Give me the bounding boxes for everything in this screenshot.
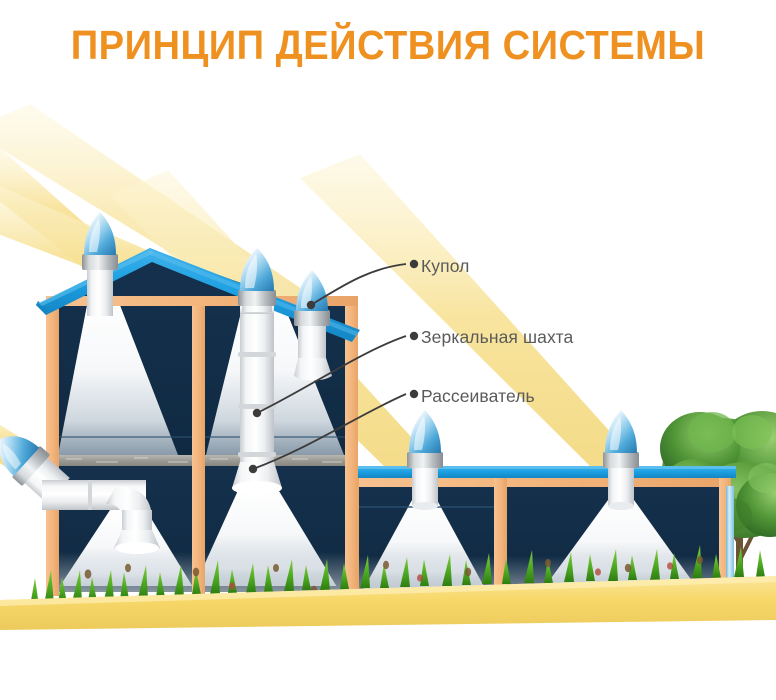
leader-dot-shaft <box>409 331 419 341</box>
dome-cap <box>0 436 40 477</box>
dome-collar <box>238 290 276 306</box>
leader-line-diffuser <box>252 393 407 470</box>
callout-dots <box>248 259 419 474</box>
callout-label-mirror-shaft: Зеркальная шахта <box>421 327 574 347</box>
leader-dot-anchor-diffuser <box>248 464 258 474</box>
flat-col-mid <box>494 478 507 594</box>
page-title: ПРИНЦИП ДЕЙСТВИЯ СИСТЕМЫ <box>70 22 706 68</box>
house-ceiling-beam <box>46 296 358 306</box>
flat-roof-dome-left-assembly <box>407 410 443 510</box>
leader-dot-anchor-shaft <box>252 408 262 418</box>
dome-collar <box>12 446 50 486</box>
flat-roof-frame-band <box>348 478 731 487</box>
sand-strip <box>0 576 776 630</box>
callout-label-kupol: Купол <box>421 256 470 276</box>
ground-group <box>0 545 776 630</box>
house-col-right <box>345 296 358 596</box>
flat-roof-dome-right-assembly <box>603 410 639 510</box>
callout-label-diffuser: Рассеиватель <box>421 386 535 406</box>
callout-leaders <box>252 263 407 470</box>
dome-collar <box>603 452 639 468</box>
dome-cap <box>605 410 637 453</box>
dome-collar <box>294 310 330 326</box>
dome-cap <box>409 410 441 453</box>
leader-dot-kupol <box>409 259 419 269</box>
dome-collar <box>407 452 443 468</box>
leader-dot-anchor-kupol <box>306 300 316 310</box>
wall-mounted-duct-assembly <box>0 436 160 554</box>
second-mid-dome-assembly <box>294 270 332 381</box>
house-col-mid <box>192 296 205 596</box>
sunbeam-5 <box>300 154 632 480</box>
leader-line-kupol <box>310 263 407 306</box>
left-roof-dome-assembly <box>82 212 118 316</box>
dome-collar <box>82 254 118 270</box>
mid-roof-dome-assembly <box>232 248 282 495</box>
light-cone-upper-left <box>58 300 178 455</box>
leader-line-shaft <box>256 335 407 414</box>
dome-cap <box>84 212 116 255</box>
leader-dot-diffuser <box>409 389 419 399</box>
mirror-shaft <box>240 300 274 490</box>
downspout <box>726 486 734 594</box>
house-col-left <box>46 296 59 596</box>
